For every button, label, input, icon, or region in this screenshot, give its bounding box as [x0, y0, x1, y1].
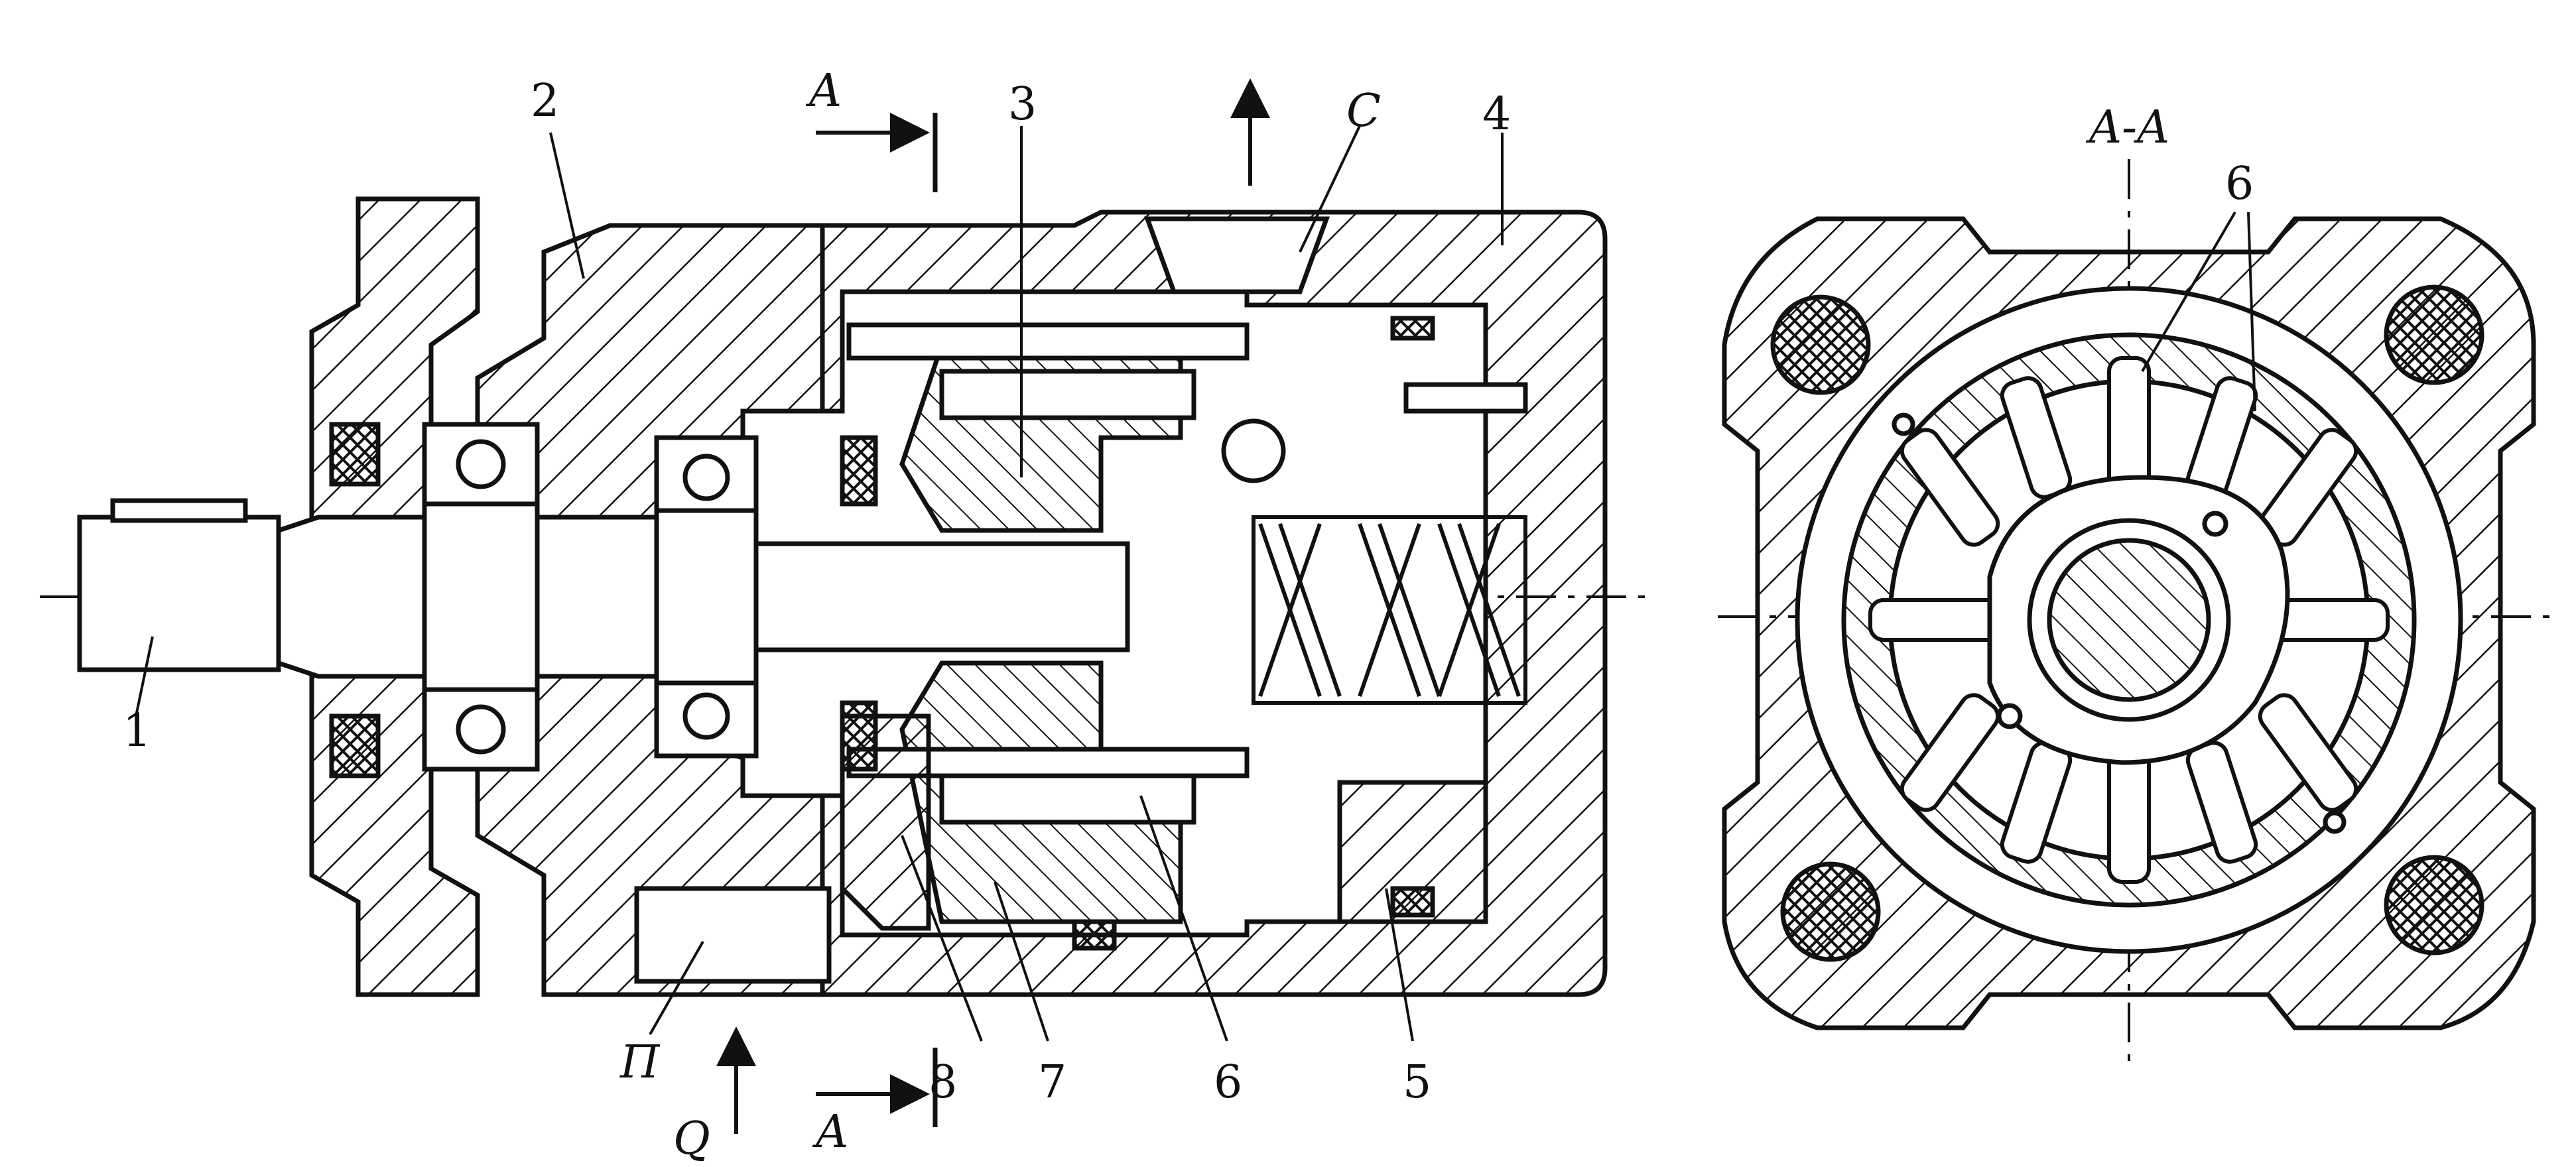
bolt-hole-bottom-right: [2384, 855, 2484, 955]
cross-section-a-a: [1718, 159, 2553, 1061]
callout-4: 4: [1482, 88, 1511, 141]
piston-top-long: [846, 322, 1250, 361]
callout-2: 2: [531, 75, 559, 127]
seal-upper-left: [840, 435, 878, 507]
rear-end-cap: [1337, 780, 1488, 924]
leader-P: [649, 941, 704, 1035]
front-bearing: [422, 422, 540, 772]
dot-cam-top: [2202, 511, 2228, 537]
section-title: A-A: [2085, 101, 2169, 154]
radial-pistons: [1868, 356, 2390, 884]
port-c-boss: [1144, 216, 1330, 294]
longitudinal-section: [40, 78, 1645, 1134]
callout-3: 3: [1008, 78, 1037, 131]
check-ball: [1221, 418, 1286, 483]
dot-left: [1892, 412, 1915, 436]
shaft-seal-top: [329, 422, 381, 487]
bolt-hole-top-right: [2384, 284, 2484, 385]
spline-bore-inner: [2047, 538, 2211, 702]
label-port-c: C: [1346, 85, 1381, 137]
bolt-hole-bottom-left: [1780, 861, 1881, 962]
seal-bottom-ring: [1072, 919, 1117, 951]
dot-cam-bottom: [1996, 703, 2023, 729]
dot-right: [2323, 810, 2347, 834]
labels: 1 2 3 4 5 6 7 8 6 C П Q A A A-A: [123, 65, 2254, 1165]
leader-2: [549, 132, 585, 279]
seal-lower-left: [840, 700, 878, 772]
bolt-hole-top-left: [1770, 294, 1871, 395]
leader-1: [135, 636, 154, 717]
label-port-p: П: [619, 1036, 661, 1089]
leader-6-section-b: [2247, 212, 2256, 412]
callout-5: 5: [1403, 1056, 1431, 1109]
drive-shaft-key: [110, 498, 248, 523]
leader-6: [1139, 795, 1228, 1042]
port-p-boss: [634, 886, 832, 984]
seal-right-top: [1390, 316, 1435, 341]
callout-6: 6: [1214, 1056, 1242, 1109]
callout-8: 8: [929, 1056, 957, 1109]
valve-pin: [1403, 382, 1528, 414]
label-inlet-q: Q: [673, 1113, 710, 1165]
callout-7: 7: [1038, 1056, 1066, 1109]
drive-shaft-end: [77, 515, 281, 672]
rear-bearing: [654, 435, 759, 759]
leader-5: [1385, 888, 1414, 1042]
leader-7: [994, 881, 1049, 1042]
spring-pack: [1252, 515, 1527, 705]
callout-6-section: 6: [2225, 158, 2254, 210]
leader-C: [1299, 125, 1361, 253]
section-mark-bottom: A: [812, 1106, 848, 1158]
piston-upper: [939, 369, 1196, 420]
piston-lower: [939, 773, 1196, 825]
section-mark-top: A: [805, 65, 842, 117]
leader-6-section-a: [2141, 211, 2236, 373]
shaft-seal-bottom: [329, 713, 381, 778]
callout-1: 1: [123, 705, 151, 757]
leader-8: [901, 835, 983, 1042]
